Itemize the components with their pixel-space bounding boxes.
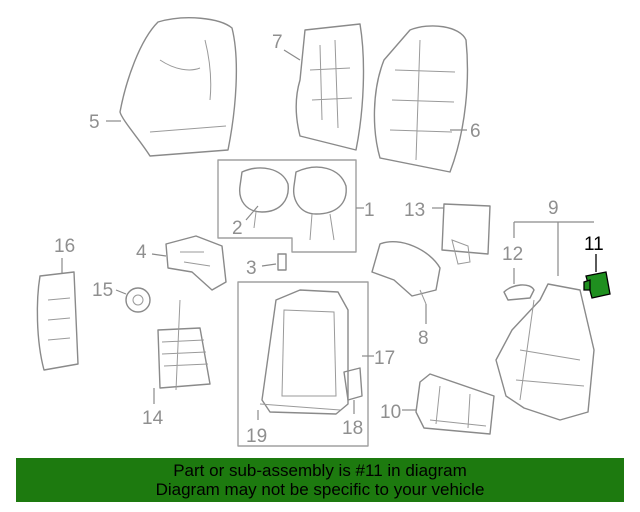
callout-15: 15 [92, 280, 113, 301]
part-8-side-trim [371, 241, 441, 305]
callout-1: 1 [364, 200, 375, 221]
callout-8: 8 [418, 328, 429, 349]
callout-5: 5 [89, 112, 100, 133]
part-9-side-panel [495, 283, 595, 421]
part-11-switch[interactable] [583, 271, 611, 299]
callout-14: 14 [142, 408, 164, 429]
callout-17: 17 [374, 348, 395, 369]
part-6-seatback-pad [373, 25, 469, 173]
part-10-lower-trim [415, 373, 495, 435]
part-7-rear-panel [295, 23, 365, 151]
callout-6: 6 [470, 121, 481, 142]
callout-13: 13 [404, 200, 425, 221]
callout-9: 9 [548, 198, 559, 219]
callout-7: 7 [272, 32, 283, 53]
banner-line-1: Part or sub-assembly is #11 in diagram [173, 461, 467, 480]
part-3-bolt [277, 253, 287, 271]
callout-12: 12 [502, 244, 523, 265]
part-14-suspension-mat [157, 299, 211, 391]
part-13-module [441, 203, 491, 265]
callout-18: 18 [342, 418, 363, 439]
part-15-knob [125, 287, 151, 313]
callout-2: 2 [232, 218, 243, 239]
callout-4: 4 [136, 242, 147, 263]
part-5-seatback-cover [119, 17, 238, 157]
part-17-frame-assembly [237, 281, 369, 447]
callout-10: 10 [380, 402, 401, 423]
callout-11: 11 [584, 234, 604, 255]
callout-16: 16 [54, 236, 75, 257]
part-1-headrest-assembly [217, 159, 357, 253]
parts-diagram: 5 7 6 1 2 13 4 3 [36, 17, 611, 447]
banner-line-2: Diagram may not be specific to your vehi… [155, 480, 485, 499]
part-16-back-panel [36, 271, 79, 371]
part-12-trim-cap [503, 284, 535, 301]
info-banner: Part or sub-assembly is #11 in diagram D… [16, 458, 624, 502]
callout-19: 19 [246, 426, 267, 447]
callout-3: 3 [246, 258, 257, 279]
part-4-bracket [165, 235, 227, 291]
